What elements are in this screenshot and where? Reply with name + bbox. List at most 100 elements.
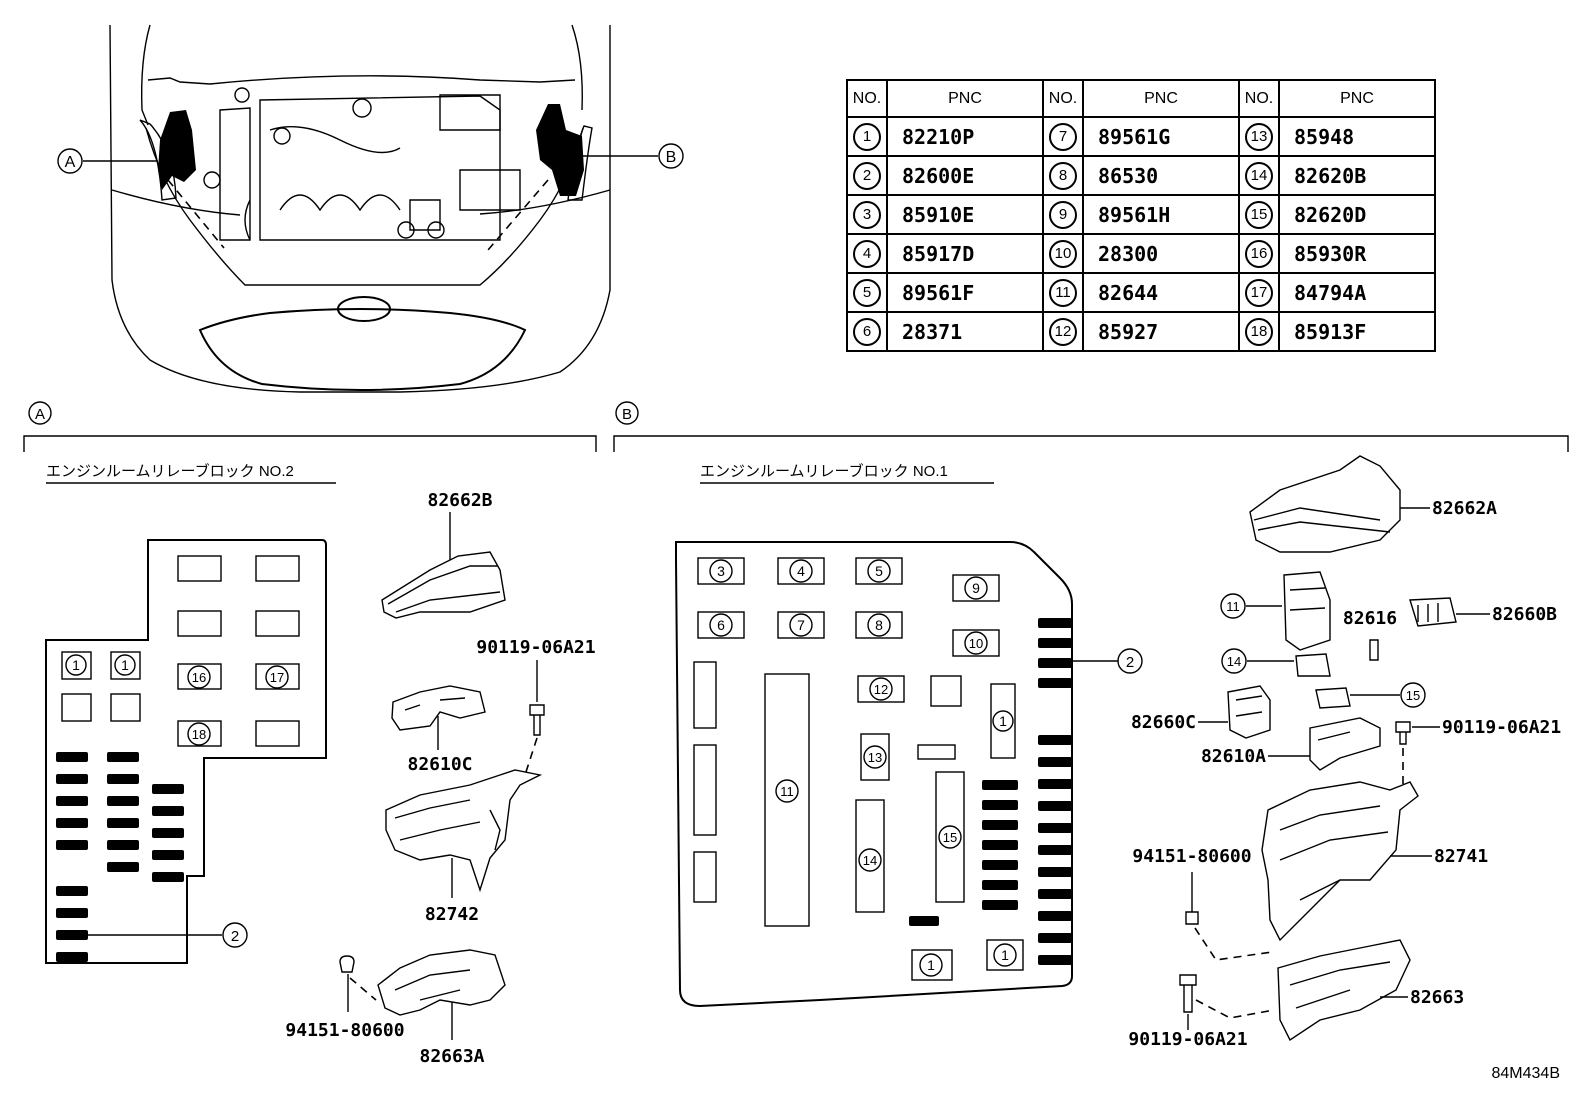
svg-text:11: 11 [1226, 599, 1240, 614]
block-b-cell: 3 [697, 557, 745, 585]
pnc-cell: 85930R [1278, 233, 1436, 274]
part-90119-06A21-b2: 90119-06A21 [1128, 1029, 1247, 1050]
svg-text:16: 16 [192, 670, 206, 685]
table-row: 4 85917D 10 28300 16 85930R [846, 233, 1436, 274]
callout-b-label: B [666, 149, 677, 166]
pnc-cell: 28371 [886, 311, 1044, 352]
pnc-cell: 82620D [1278, 194, 1436, 235]
header-pnc: PNC [886, 79, 1044, 118]
table-row: 5 89561F 11 82644 17 84794A [846, 272, 1436, 313]
table-row: 1 82210P 7 89561G 13 85948 [846, 116, 1436, 157]
svg-text:3: 3 [717, 563, 725, 579]
item-number: 13 [1245, 122, 1273, 151]
item-number: 1 [853, 122, 881, 151]
item-number: 16 [1245, 239, 1273, 268]
svg-text:11: 11 [780, 784, 794, 799]
block-a-cell: 18 [177, 720, 222, 747]
block-a-cell: 1 [61, 651, 92, 680]
callout-11 [1220, 593, 1246, 619]
part-94151-80600-a: 94151-80600 [285, 1020, 404, 1041]
item-number: 11 [1049, 278, 1077, 307]
part-82610A: 82610A [1201, 746, 1266, 767]
pnc-cell: 89561H [1082, 194, 1240, 235]
block-b-cell: 6 [697, 611, 745, 639]
svg-text:6: 6 [717, 617, 725, 633]
item-number: 10 [1049, 239, 1077, 268]
fuse-bars-b [909, 618, 1072, 965]
section-a: A エンジンルームリレーブロック NO.2 1 1 16 [23, 401, 597, 1067]
pnc-cell: 86530 [1082, 155, 1240, 196]
block-a-cell: 1 [110, 651, 141, 680]
pnc-cell: 85948 [1278, 116, 1436, 157]
svg-text:1: 1 [121, 657, 129, 673]
part-82663: 82663 [1410, 987, 1464, 1008]
header-no: NO. [1042, 79, 1084, 118]
svg-text:9: 9 [972, 580, 980, 596]
header-no: NO. [1238, 79, 1280, 118]
block-b-cell: 10 [952, 629, 1000, 657]
pnc-cell: 89561G [1082, 116, 1240, 157]
part-82660C: 82660C [1131, 712, 1196, 733]
table-row: 6 28371 12 85927 18 85913F [846, 311, 1436, 352]
callout-14 [1221, 648, 1247, 674]
svg-text:12: 12 [874, 682, 888, 697]
block-b-cell: 1 [990, 683, 1016, 759]
svg-text:5: 5 [875, 563, 883, 579]
svg-text:7: 7 [797, 617, 805, 633]
section-a-marker [28, 401, 52, 425]
item-number: 7 [1049, 122, 1077, 151]
section-a-marker-label: A [35, 406, 45, 423]
block-b-cell: 8 [855, 611, 903, 639]
svg-text:1: 1 [72, 657, 80, 673]
table-row: 3 85910E 9 89561H 15 82620D [846, 194, 1436, 235]
item-number: 17 [1245, 278, 1273, 307]
pnc-cell: 82620B [1278, 155, 1436, 196]
table-row: 2 82600E 8 86530 14 82620B [846, 155, 1436, 196]
part-82610C: 82610C [407, 754, 472, 775]
part-94151-80600-b: 94151-80600 [1132, 846, 1251, 867]
svg-text:2: 2 [231, 928, 239, 945]
pnc-cell: 84794A [1278, 272, 1436, 313]
header-no: NO. [846, 79, 888, 118]
part-82662A: 82662A [1432, 498, 1497, 519]
item-number: 4 [853, 239, 881, 268]
part-82616: 82616 [1343, 608, 1397, 629]
callout-2-a [222, 922, 248, 948]
block-b-cell: 13 [860, 733, 890, 781]
block-b-cell: 9 [952, 574, 1000, 602]
engine-bay-overview: A B [57, 24, 684, 393]
callout-a-label: A [65, 154, 76, 171]
pnc-cell: 82210P [886, 116, 1044, 157]
item-number: 2 [853, 161, 881, 190]
block-b-cell: 4 [777, 557, 825, 585]
item-number: 9 [1049, 200, 1077, 229]
item-number: 5 [853, 278, 881, 307]
svg-text:15: 15 [1406, 688, 1420, 703]
pnc-cell: 85917D [886, 233, 1044, 274]
block-b-cell: 1 [911, 949, 953, 981]
pnc-cell: 82600E [886, 155, 1044, 196]
callout-15 [1400, 682, 1426, 708]
pnc-cell: 85910E [886, 194, 1044, 235]
svg-text:15: 15 [943, 830, 957, 845]
pnc-cell: 85913F [1278, 311, 1436, 352]
item-number: 12 [1049, 317, 1077, 346]
section-b-title: エンジンルームリレーブロック NO.1 [700, 462, 948, 480]
item-number: 8 [1049, 161, 1077, 190]
pnc-table: NO. PNC NO. PNC NO. PNC 1 82210P 7 89561… [846, 79, 1436, 352]
svg-text:1: 1 [999, 713, 1007, 729]
pnc-cell: 82644 [1082, 272, 1240, 313]
svg-text:13: 13 [868, 750, 882, 765]
fuse-bars-a [56, 752, 184, 962]
part-82742: 82742 [425, 904, 479, 925]
item-number: 15 [1245, 200, 1273, 229]
part-82663A: 82663A [419, 1046, 484, 1067]
item-number: 18 [1245, 317, 1273, 346]
svg-text:1: 1 [927, 957, 935, 973]
callout-2-b [1117, 648, 1143, 674]
svg-text:2: 2 [1126, 654, 1134, 671]
pnc-cell: 89561F [886, 272, 1044, 313]
block-b-cell: 7 [777, 611, 825, 639]
